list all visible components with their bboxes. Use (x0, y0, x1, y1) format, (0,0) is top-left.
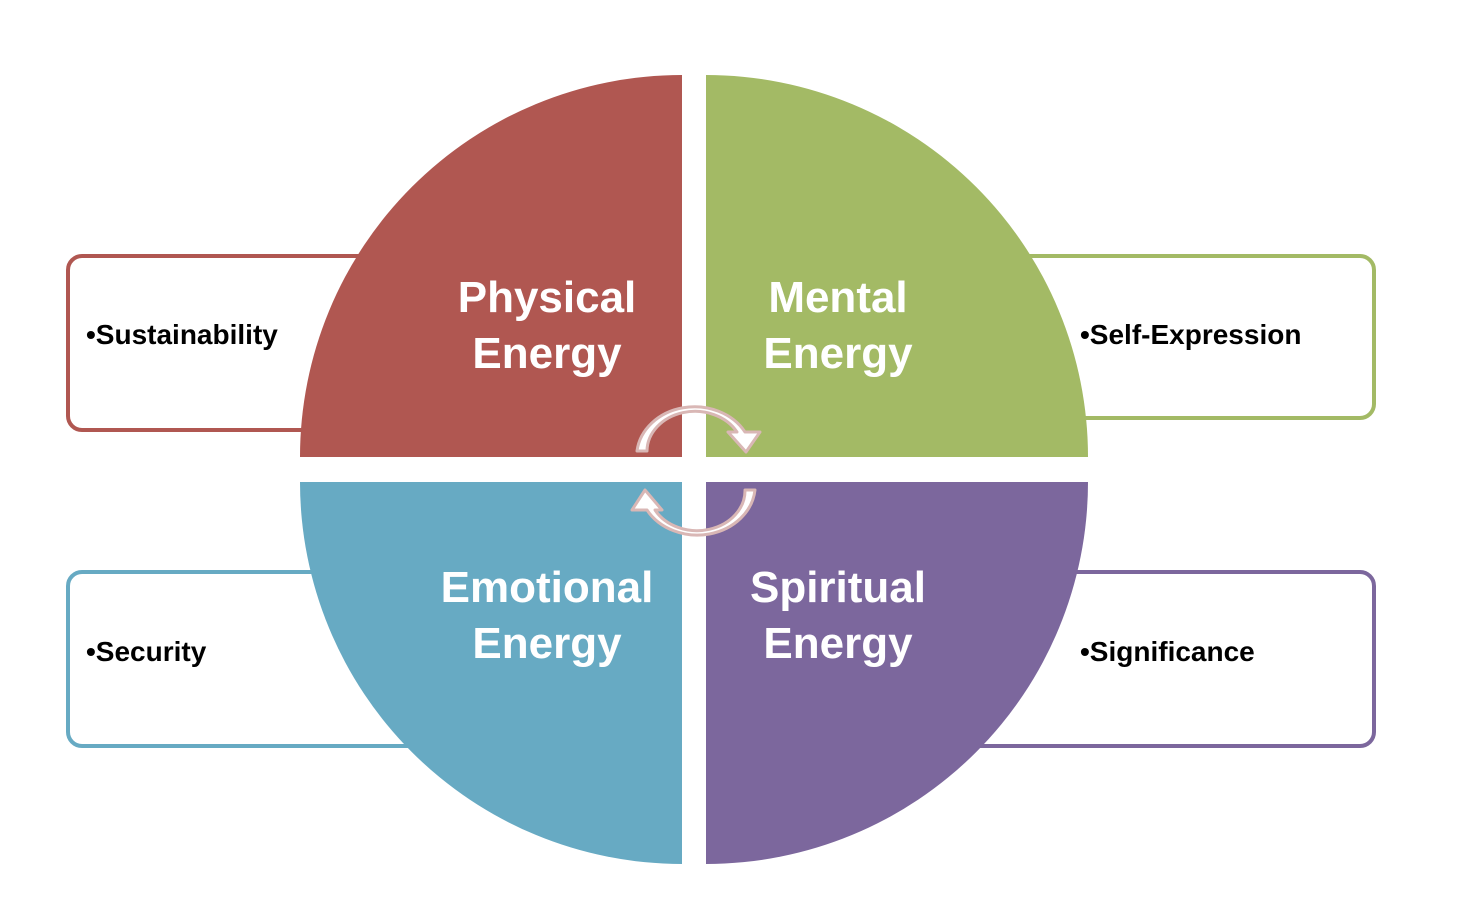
spiritual-label-line1: Spiritual (750, 563, 926, 612)
physical-energy-quadrant (300, 75, 682, 457)
security-text: •Security (86, 636, 207, 667)
emotional-label-line1: Emotional (441, 563, 654, 612)
spiritual-label-line2: Energy (763, 619, 913, 668)
physical-label-line2: Energy (472, 329, 622, 378)
spiritual-energy-quadrant (706, 482, 1088, 864)
mental-energy-quadrant (706, 75, 1088, 457)
physical-label-line1: Physical (458, 273, 637, 322)
mental-label-line2: Energy (763, 329, 913, 378)
self-expression-text: •Self-Expression (1080, 319, 1301, 350)
mental-label-line1: Mental (768, 273, 907, 322)
emotional-label-line2: Energy (472, 619, 622, 668)
cycle-arrow-bottom-icon (630, 488, 757, 537)
significance-text: •Significance (1080, 636, 1255, 667)
sustainability-text: •Sustainability (86, 319, 278, 350)
emotional-energy-quadrant (300, 482, 682, 864)
cycle-arrow-top-icon (635, 405, 762, 454)
